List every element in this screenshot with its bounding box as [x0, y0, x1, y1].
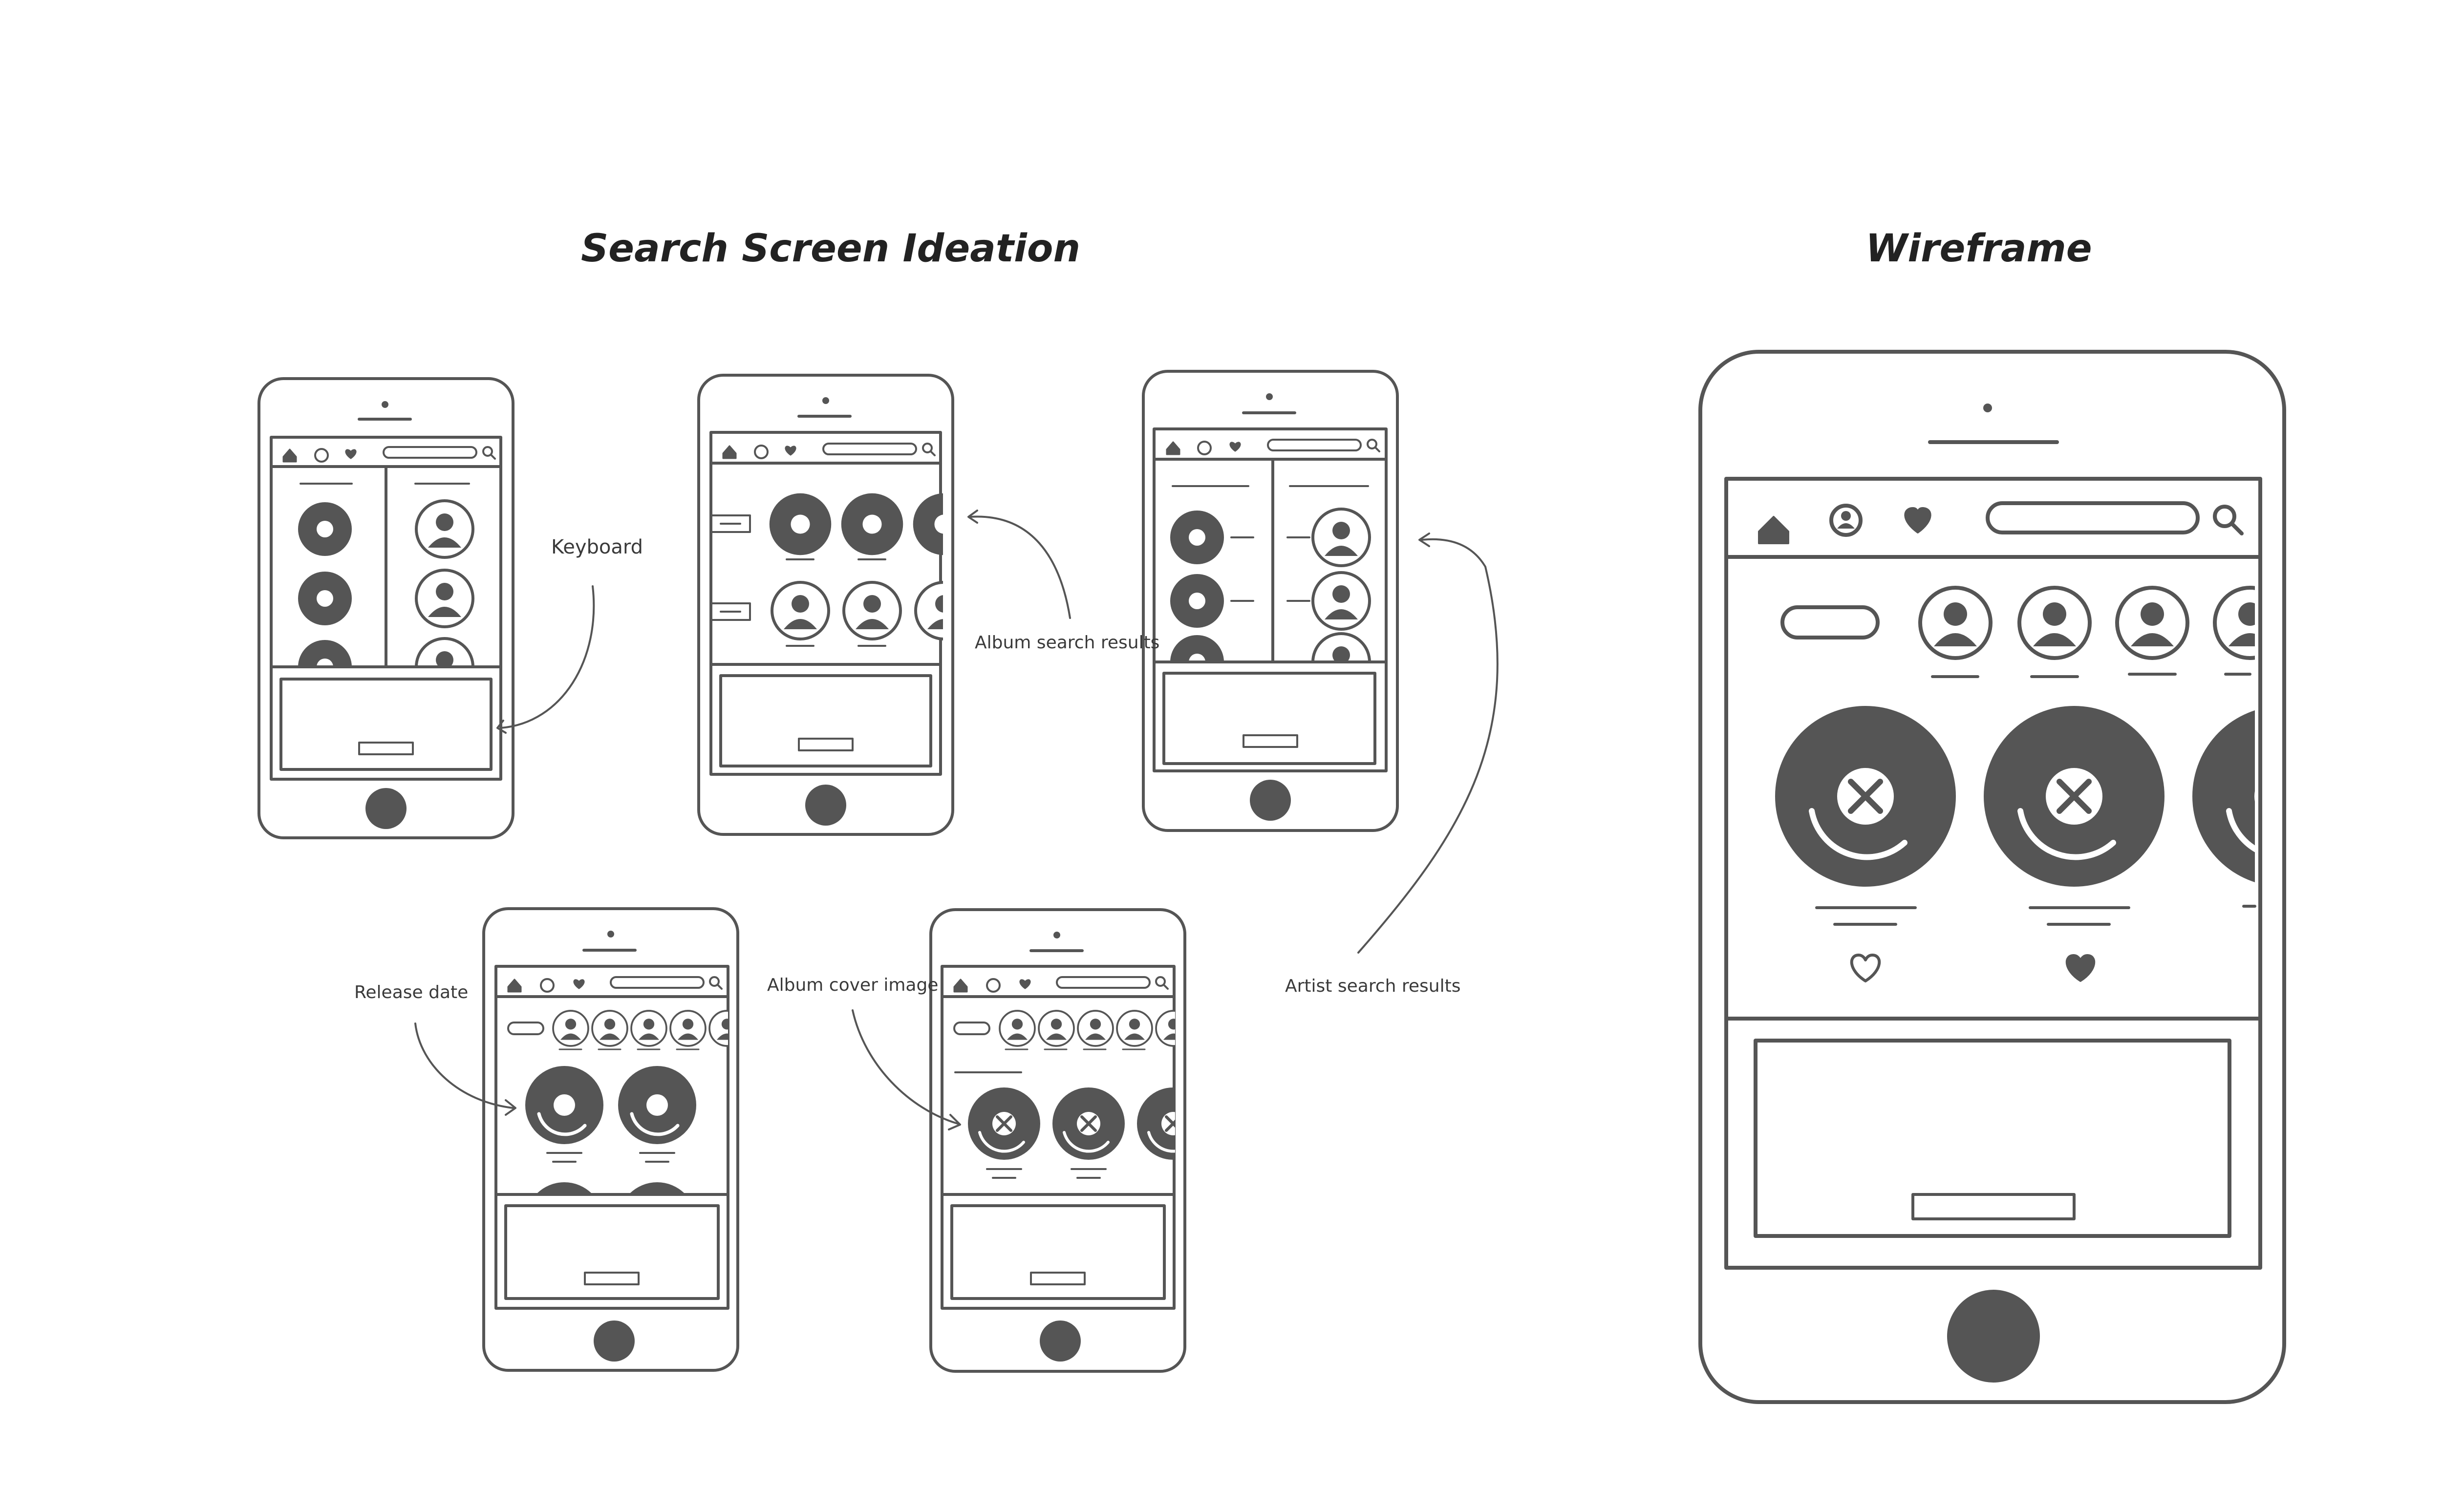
annotation-keyboard: Keyboard: [551, 536, 643, 558]
annotation-artist-results: Artist search results: [1285, 976, 1461, 996]
phone-sketch-album-rows: [699, 375, 975, 834]
annotation-album-cover: Album cover image: [767, 975, 938, 995]
annotation-album-results: Album search results: [975, 633, 1159, 653]
phone-sketch-split-results: [259, 379, 513, 838]
ideation-title: Search Screen Ideation: [581, 227, 1080, 271]
wireframe-title: Wireframe: [1865, 227, 2092, 271]
phone-sketch-album-cover: [931, 910, 1209, 1371]
home-button: [1947, 1290, 2040, 1383]
wireframe-phone: [1700, 352, 2373, 1402]
phone-sketch-release-date: [484, 909, 745, 1370]
annotation-release-date: Release date: [354, 982, 468, 1002]
phone-sketch-artist-split: [1143, 371, 1397, 831]
